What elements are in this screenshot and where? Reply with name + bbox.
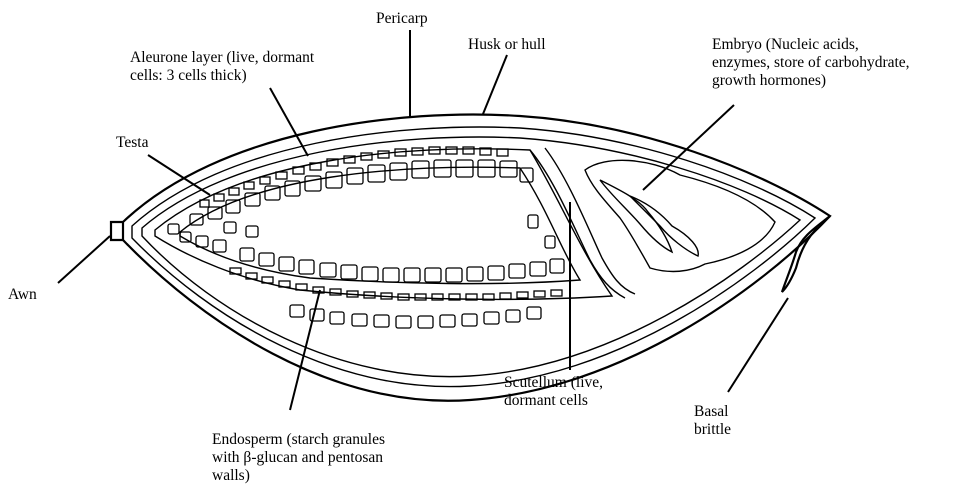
starch-granule — [478, 160, 495, 177]
aleurone-label: Aleurone layer (live, dormant cells: 3 c… — [130, 49, 314, 85]
awn-label-text: Awn — [8, 286, 37, 304]
aleurone-cell — [214, 194, 224, 201]
starch-granule — [305, 176, 321, 191]
starch-granule — [550, 259, 564, 273]
starch-granule — [240, 248, 254, 261]
aleurone-cell — [229, 188, 239, 195]
starch-granule — [440, 315, 455, 327]
starch-granule — [168, 224, 179, 234]
aleurone-cell — [500, 293, 511, 299]
starch-granule — [213, 240, 226, 252]
pericarp-label: Pericarp — [376, 10, 428, 28]
starch-granule — [412, 161, 429, 178]
starch-granule — [330, 312, 344, 324]
embryo-body — [585, 160, 775, 271]
pericarp-label-text: Pericarp — [376, 10, 428, 28]
starch-granule — [456, 160, 473, 177]
starch-granule — [418, 316, 433, 328]
aleurone-cell — [276, 172, 287, 179]
aleurone-cell — [446, 147, 457, 154]
awn-stub — [111, 222, 123, 240]
aleurone-label-line-1: Aleurone layer (live, dormant — [130, 49, 314, 67]
starch-granule — [326, 172, 342, 188]
starch-granule — [500, 161, 517, 177]
starch-granule — [341, 265, 357, 279]
aleurone-label-line-2: cells: 3 cells thick) — [130, 67, 314, 85]
basal-brittle-label: Basal brittle — [694, 403, 731, 439]
starch-granule — [347, 168, 363, 184]
starch-granule — [320, 263, 336, 277]
starch-granule — [506, 310, 520, 322]
awn-label: Awn — [8, 286, 37, 304]
starch-granule — [425, 268, 441, 282]
basal-brittle-label-line-1: Basal — [694, 403, 731, 421]
starch-granule — [299, 260, 314, 274]
starch-granule — [224, 222, 236, 233]
testa-leader — [148, 155, 210, 195]
aleurone-cell — [497, 149, 508, 156]
aleurone-cell — [463, 147, 474, 154]
aleurone-cell — [551, 290, 562, 296]
embryo-label-line-3: growth hormones) — [712, 72, 910, 90]
starch-granule — [488, 266, 504, 280]
endosperm-label-line-3: walls) — [212, 467, 385, 485]
scutellum-label-line-2: dormant cells — [504, 392, 603, 410]
embryo-plumule — [600, 180, 672, 252]
aleurone-cell — [517, 292, 528, 298]
starch-granule — [390, 163, 407, 180]
testa-outline — [142, 137, 800, 377]
starch-granule — [446, 268, 462, 282]
starch-granule — [362, 267, 378, 281]
starch-granule — [484, 312, 499, 324]
aleurone-cell — [244, 182, 254, 189]
starch-granule — [374, 315, 389, 327]
awn-leader — [58, 236, 110, 283]
starch-granule — [246, 226, 258, 237]
husk-label: Husk or hull — [468, 36, 546, 54]
aleurone-cell — [415, 294, 426, 300]
husk-label-text: Husk or hull — [468, 36, 546, 54]
aleurone-cell — [534, 291, 545, 297]
starch-granule — [383, 268, 399, 282]
starch-granule — [545, 236, 555, 248]
starch-granule — [290, 305, 304, 317]
aleurone-leader — [270, 88, 308, 156]
basal-brittle-leader — [728, 298, 788, 392]
starch-granule — [404, 268, 420, 282]
starch-granules — [168, 160, 564, 328]
scutellum-label-line-1: Scutellum (live, — [504, 374, 603, 392]
starch-granule — [368, 165, 385, 182]
endosperm-cavity — [180, 167, 580, 283]
starch-granule — [530, 262, 546, 276]
embryo-label-line-1: Embryo (Nucleic acids, — [712, 36, 910, 54]
aleurone-cell — [200, 200, 209, 207]
starch-granule — [527, 307, 541, 319]
endosperm-label-line-1: Endosperm (starch granules — [212, 431, 385, 449]
testa-label: Testa — [116, 134, 148, 152]
endosperm-label-line-2: with β-glucan and pentosan — [212, 449, 385, 467]
embryo-label: Embryo (Nucleic acids, enzymes, store of… — [712, 36, 910, 90]
aleurone-cell — [260, 177, 270, 184]
starch-granule — [462, 314, 477, 326]
starch-granule — [279, 257, 294, 271]
starch-granule — [396, 316, 411, 328]
embryo-label-line-2: enzymes, store of carbohydrate, — [712, 54, 910, 72]
starch-granule — [509, 264, 525, 278]
testa-label-text: Testa — [116, 134, 148, 152]
starch-granule — [259, 253, 274, 266]
endosperm-label: Endosperm (starch granules with β-glucan… — [212, 431, 385, 485]
starch-granule — [467, 267, 483, 281]
scutellum-label: Scutellum (live, dormant cells — [504, 374, 603, 410]
endosperm-leader — [290, 290, 320, 410]
starch-granule — [528, 215, 538, 228]
husk-outline — [123, 114, 830, 400]
basal-brittle-label-line-2: brittle — [694, 421, 731, 439]
starch-granule — [352, 314, 367, 326]
husk-leader — [483, 55, 507, 114]
